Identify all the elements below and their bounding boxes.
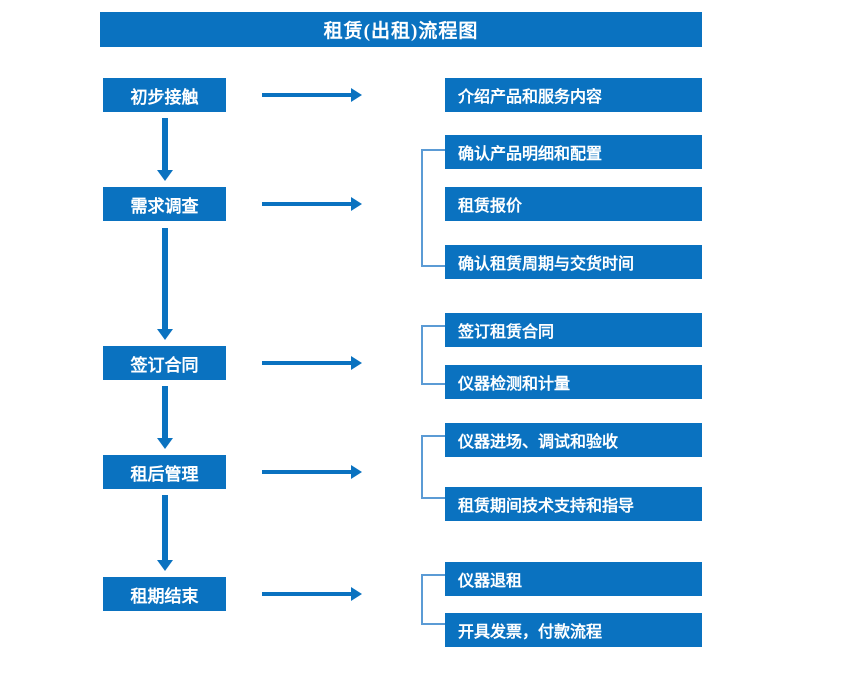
stage-box-3[interactable]: 签订合同 [103, 346, 226, 380]
arrow-head-icon [157, 560, 173, 571]
arrow-head-icon [351, 88, 362, 102]
arrow-shaft [262, 470, 352, 474]
arrow-stage-3-to-stage-4 [157, 386, 173, 449]
detail-box-5[interactable]: 签订租赁合同 [445, 313, 702, 347]
arrow-head-icon [351, 465, 362, 479]
detail-box-3[interactable]: 租赁报价 [445, 187, 702, 221]
arrow-shaft [262, 93, 352, 97]
arrow-head-icon [157, 438, 173, 449]
detail-box-6[interactable]: 仪器检测和计量 [445, 365, 702, 399]
detail-box-2[interactable]: 确认产品明细和配置 [445, 135, 702, 169]
stage-box-4[interactable]: 租后管理 [103, 455, 226, 489]
detail-box-9[interactable]: 仪器退租 [445, 562, 702, 596]
page-title: 租赁(出租)流程图 [100, 12, 702, 47]
arrow-stage-5-to-details [262, 587, 362, 601]
stage-box-2[interactable]: 需求调查 [103, 187, 226, 221]
arrow-shaft [162, 386, 168, 439]
bracket-group-termination [421, 574, 445, 625]
arrow-stage-3-to-details [262, 356, 362, 370]
bracket-group-contract [421, 325, 445, 385]
arrow-shaft [162, 228, 168, 330]
detail-box-4[interactable]: 确认租赁周期与交货时间 [445, 245, 702, 279]
arrow-stage-2-to-stage-3 [157, 228, 173, 340]
bracket-group-post-rental [421, 435, 445, 499]
detail-box-7[interactable]: 仪器进场、调试和验收 [445, 423, 702, 457]
arrow-stage-4-to-stage-5 [157, 495, 173, 571]
arrow-shaft [262, 202, 352, 206]
arrow-stage-2-to-details [262, 197, 362, 211]
arrow-head-icon [157, 170, 173, 181]
arrow-stage-1-to-stage-2 [157, 118, 173, 181]
arrow-head-icon [351, 587, 362, 601]
stage-box-1[interactable]: 初步接触 [103, 78, 226, 112]
detail-box-8[interactable]: 租赁期间技术支持和指导 [445, 487, 702, 521]
detail-box-10[interactable]: 开具发票，付款流程 [445, 613, 702, 647]
arrow-head-icon [157, 329, 173, 340]
arrow-shaft [262, 592, 352, 596]
arrow-head-icon [351, 356, 362, 370]
arrow-head-icon [351, 197, 362, 211]
arrow-stage-4-to-details [262, 465, 362, 479]
stage-box-5[interactable]: 租期结束 [103, 577, 226, 611]
arrow-stage-1-to-details [262, 88, 362, 102]
arrow-shaft [162, 118, 168, 171]
detail-box-1[interactable]: 介绍产品和服务内容 [445, 78, 702, 112]
arrow-shaft [262, 361, 352, 365]
bracket-group-requirements [421, 149, 445, 267]
arrow-shaft [162, 495, 168, 561]
